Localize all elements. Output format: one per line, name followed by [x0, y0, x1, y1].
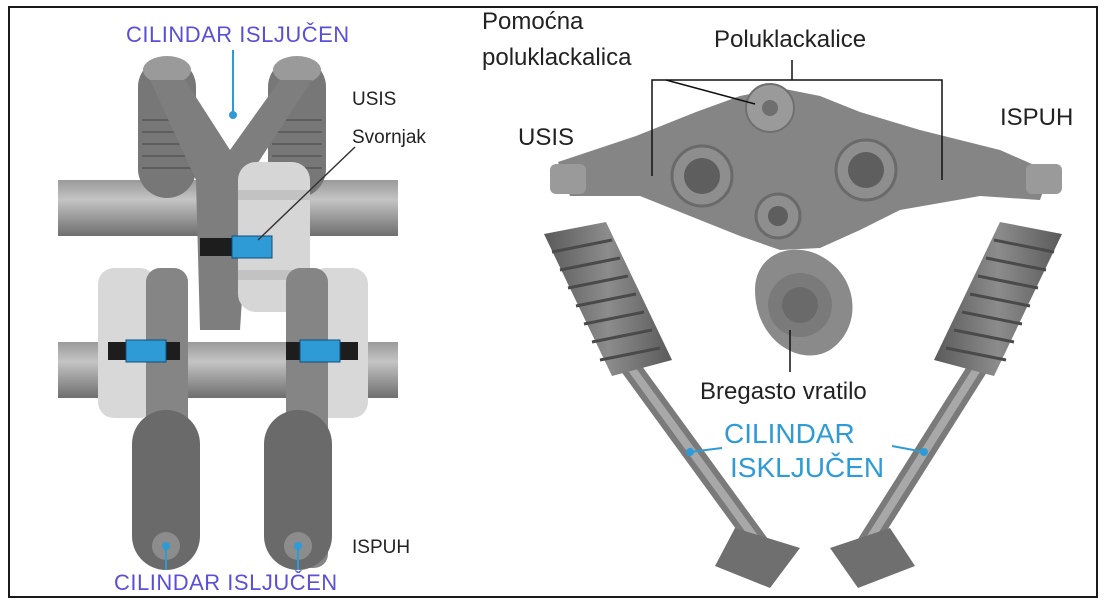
exhaust-valve-head — [830, 528, 915, 588]
poluklackalice-label: Poluklackalice — [714, 28, 866, 52]
left-mechanism — [58, 50, 398, 570]
right-ispuh-label: ISPUH — [1000, 106, 1073, 130]
bregasto-vratilo-label: Bregasto vratilo — [700, 380, 867, 404]
right-mechanism — [544, 60, 1062, 588]
left-svornjak-label: Svornjak — [352, 128, 426, 147]
left-usis-label: USIS — [352, 90, 396, 109]
left-ispuh-label: ISPUH — [352, 538, 410, 557]
intake-valve-spring — [544, 222, 672, 376]
left-bottom-cylinder-off-label: CILINDAR ISLJUČEN — [114, 572, 338, 594]
pomocna-leader — [666, 80, 755, 104]
pomocna-label-line1: Pomoćna — [482, 10, 583, 34]
right-cylinder-off-label-line2: ISKLJUČEN — [730, 454, 884, 482]
right-usis-label: USIS — [518, 126, 574, 150]
rocker-arm-assembly — [558, 88, 1050, 250]
pomocna-label-line2: poluklackalica — [482, 46, 631, 70]
left-top-cylinder-off-label: CILINDAR ISLJUČEN — [126, 24, 350, 46]
exhaust-valve-spring — [934, 222, 1062, 376]
intake-valve-head — [715, 528, 800, 588]
right-cylinder-off-label-line1: CILINDAR — [724, 420, 855, 448]
